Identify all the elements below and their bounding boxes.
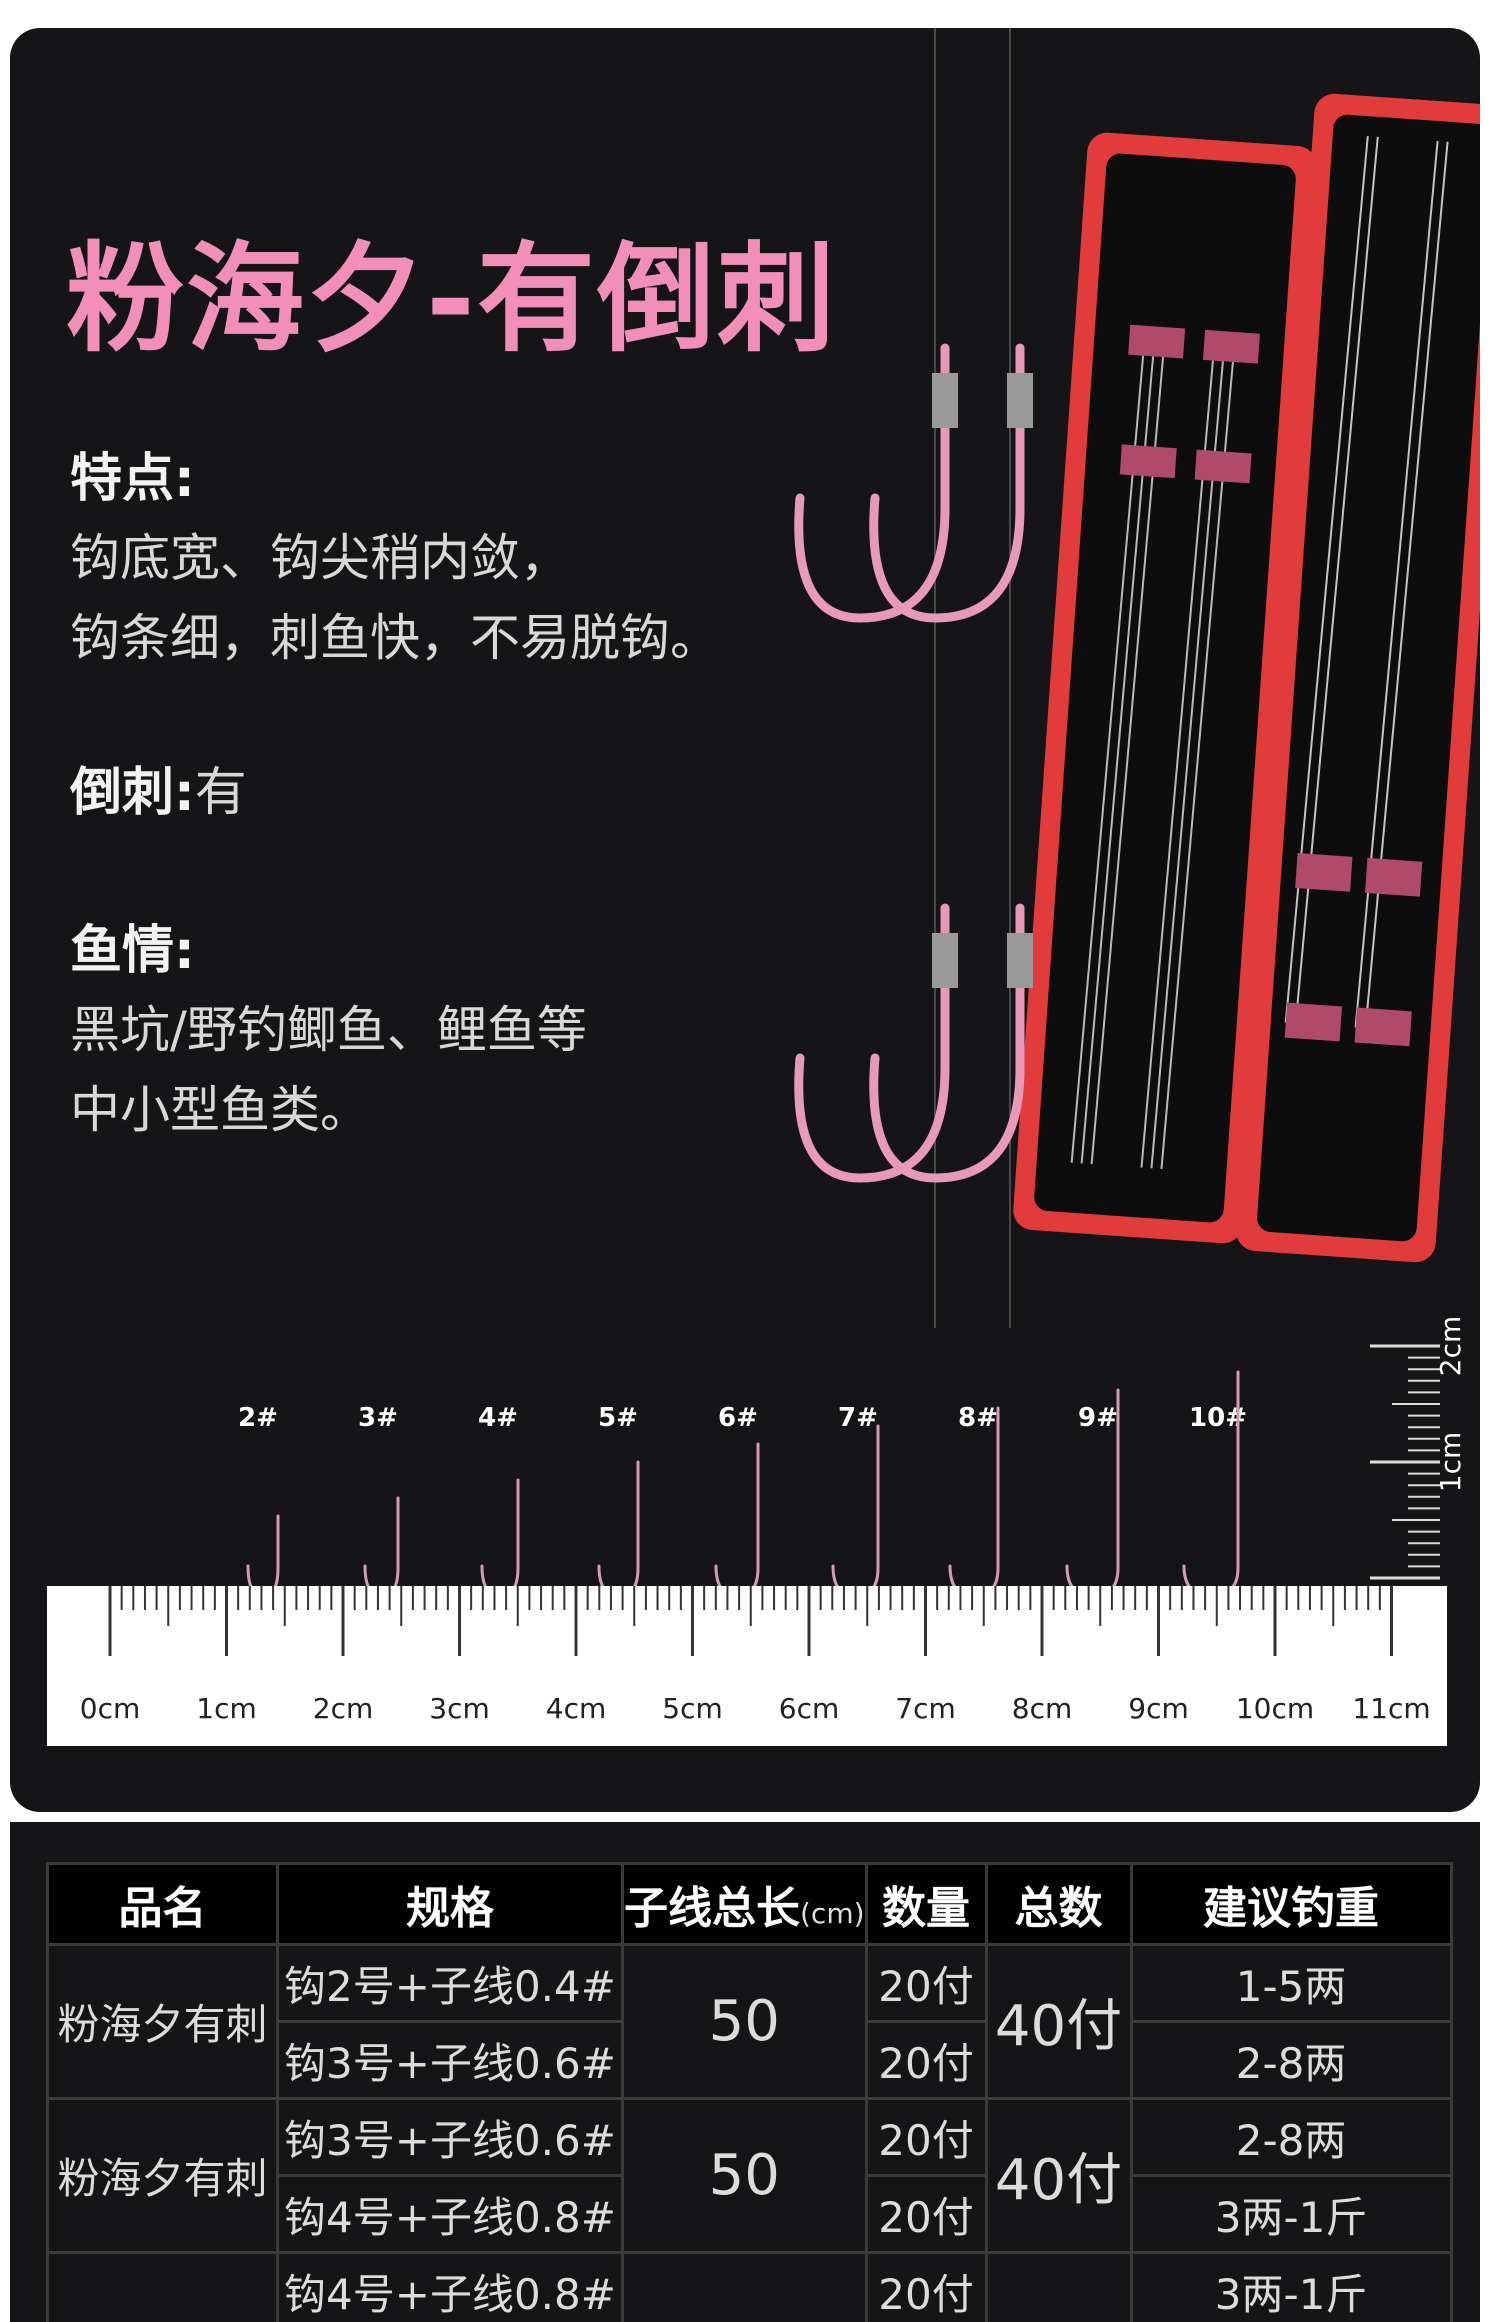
ruler-label: 5cm	[662, 1692, 722, 1725]
length-unit: (cm)	[800, 1897, 865, 1930]
small-hook-icon	[246, 1514, 280, 1598]
cell-spec: 钩4号+子线0.8#	[276, 2174, 624, 2254]
barb-value: 有	[194, 763, 247, 823]
hook-box-left	[1013, 132, 1317, 1244]
cell-weight: 2-8两	[1129, 2020, 1453, 2100]
fish-line-1: 黑坑/野钓鲫鱼、鲤鱼等	[70, 1001, 587, 1059]
fish-line-2: 中小型鱼类。	[70, 1081, 370, 1139]
cell-qty: 20付	[864, 2251, 988, 2322]
cell-weight: 3两-1斤	[1129, 2174, 1453, 2254]
small-hook-icon	[948, 1406, 1000, 1598]
cell-total: 40付	[984, 2097, 1133, 2254]
hook-size-label: 8#	[958, 1403, 998, 1433]
cell-qty: 20付	[864, 1943, 988, 2023]
hook-size-label: 6#	[718, 1403, 758, 1433]
cell-spec: 钩2号+子线0.4#	[276, 1943, 624, 2023]
cell-name	[46, 2251, 279, 2322]
features-line-1: 钩底宽、钩尖稍内敛，	[70, 529, 570, 587]
ruler-label: 6cm	[779, 1692, 839, 1725]
ruler-ticks	[108, 1586, 1393, 1656]
hook-size-label: 9#	[1078, 1403, 1118, 1433]
barb-label: 倒刺:	[70, 763, 195, 823]
cell-length	[621, 2251, 868, 2322]
small-hook-icon	[480, 1478, 520, 1598]
hook-size-label: 3#	[358, 1403, 398, 1433]
cell-qty: 20付	[864, 2174, 988, 2254]
product-title: 粉海夕-有倒刺	[66, 230, 837, 368]
table-header-row: 品名 规格 子线总长(cm) 数量 总数 建议钓重	[46, 1862, 1453, 1946]
cell-qty: 20付	[864, 2097, 988, 2177]
cell-length: 50	[621, 1943, 868, 2100]
features-label: 特点:	[70, 449, 195, 509]
hook-pair-bottom	[794, 903, 1025, 1183]
ruler-label: 8cm	[1012, 1692, 1072, 1725]
header-name: 品名	[46, 1862, 279, 1946]
features-line-2: 钩条细，刺鱼快，不易脱钩。	[70, 609, 720, 667]
header-spec: 规格	[276, 1862, 624, 1946]
fish-label: 鱼情:	[70, 921, 195, 981]
cell-weight: 2-8两	[1129, 2097, 1453, 2177]
header-total: 总数	[984, 1862, 1133, 1946]
vertical-ruler-label: 2cm	[1434, 1316, 1467, 1376]
header-weight: 建议钓重	[1129, 1862, 1453, 1946]
cell-total	[984, 2251, 1133, 2322]
cell-total: 40付	[984, 1943, 1133, 2100]
ruler-label: 0cm	[80, 1692, 140, 1725]
small-hook-icon	[363, 1496, 400, 1598]
cell-name: 粉海夕有刺	[46, 2097, 279, 2254]
hook-size-label: 5#	[598, 1403, 638, 1433]
ruler-label: 4cm	[546, 1692, 606, 1725]
ruler-label: 7cm	[895, 1692, 955, 1725]
hook-size-label: 7#	[838, 1403, 878, 1433]
table-row: 钩3号+子线0.6# 20付 2-8两	[48, 2020, 1453, 2100]
cell-weight: 3两-1斤	[1129, 2251, 1453, 2322]
hook-box-right	[1236, 93, 1480, 1263]
small-hook-icon	[831, 1424, 880, 1598]
spec-table-panel: 品名 规格 子线总长(cm) 数量 总数 建议钓重 粉海夕有刺 钩2号+子线0.…	[10, 1822, 1480, 2322]
hook-snell-wrap	[932, 373, 958, 428]
ruler	[47, 1586, 1447, 1746]
table-row: 钩4号+子线0.8# 20付 3两-1斤	[48, 2174, 1453, 2254]
spec-table: 品名 规格 子线总长(cm) 数量 总数 建议钓重 粉海夕有刺 钩2号+子线0.…	[46, 1862, 1453, 2322]
ruler-labels: 0cm 1cm 2cm 3cm 4cm 5cm 6cm 7cm 8cm 9cm 10cm 11cm	[80, 1692, 1431, 1725]
vertical-ruler: 2cm 1cm	[1370, 1316, 1467, 1580]
cell-spec: 钩3号+子线0.6#	[276, 2020, 624, 2100]
cell-spec: 钩3号+子线0.6#	[276, 2097, 624, 2177]
hook-pair-top	[794, 343, 1025, 623]
ruler-label: 3cm	[429, 1692, 489, 1725]
hook-snell-wrap	[1007, 373, 1033, 428]
barb-row: 倒刺:有	[70, 750, 247, 825]
cell-length: 50	[621, 2097, 868, 2254]
cell-weight: 1-5两	[1129, 1943, 1453, 2023]
hook-snell-wrap	[932, 933, 958, 988]
table-row: 粉海夕有刺 钩2号+子线0.4# 50 20付 40付 1-5两	[46, 1943, 1453, 2100]
cell-spec: 钩4号+子线0.8#	[276, 2251, 624, 2322]
vertical-ruler-label: 1cm	[1434, 1432, 1467, 1492]
hook-size-label: 2#	[238, 1403, 278, 1433]
cell-qty: 20付	[864, 2020, 988, 2100]
ruler-label: 2cm	[313, 1692, 373, 1725]
hook-size-row: 2#3#4#5#6#7#8#9#10#	[238, 1370, 1247, 1598]
small-hook-icon	[714, 1442, 760, 1598]
header-length: 子线总长(cm)	[621, 1862, 868, 1946]
hook-size-label: 4#	[478, 1403, 518, 1433]
small-hook-icon	[597, 1460, 640, 1598]
ruler-label: 10cm	[1236, 1692, 1314, 1725]
ruler-label: 9cm	[1128, 1692, 1188, 1725]
table-row: 钩4号+子线0.8# 20付 3两-1斤	[46, 2251, 1453, 2322]
ruler-label: 1cm	[196, 1692, 256, 1725]
cell-name: 粉海夕有刺	[46, 1943, 279, 2100]
header-qty: 数量	[864, 1862, 988, 1946]
ruler-label: 11cm	[1352, 1692, 1430, 1725]
table-row: 粉海夕有刺 钩3号+子线0.6# 50 20付 40付 2-8两	[46, 2097, 1453, 2254]
hook-snell-wrap	[1007, 933, 1033, 988]
